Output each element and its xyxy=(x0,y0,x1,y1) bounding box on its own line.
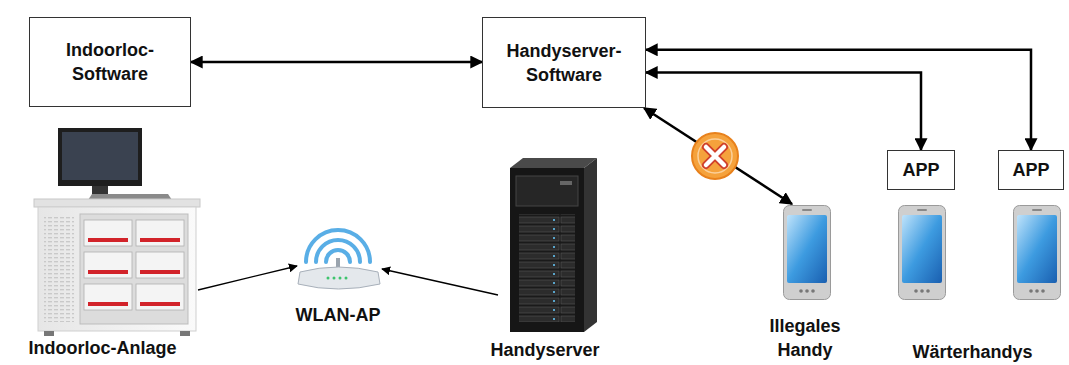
device-caption: Wärterhandys xyxy=(880,200,1065,364)
connector-arrow xyxy=(191,61,482,64)
device-caption: Illegales Handy xyxy=(755,200,855,362)
box-label: APP xyxy=(902,158,939,182)
device-label: Illegales Handy xyxy=(755,314,855,362)
device-label: WLAN-AP xyxy=(294,303,383,327)
device-caption: Indoorloc-Anlage xyxy=(0,120,205,360)
device-caption: Handyserver xyxy=(480,160,610,362)
device-caption: WLAN-AP xyxy=(283,225,393,327)
device-label: Wärterhandys xyxy=(910,340,1034,364)
box-label: Handyserver-Software xyxy=(483,39,645,87)
software-box: Indoorloc-Software xyxy=(29,17,191,107)
server-tower xyxy=(510,158,597,332)
device-label: Indoorloc-Anlage xyxy=(27,336,179,360)
connector-arrow xyxy=(644,108,792,204)
phone-guard xyxy=(1014,206,1061,300)
phone-illegal xyxy=(784,206,831,300)
connector-arrow xyxy=(382,269,498,295)
box-label: Indoorloc-Software xyxy=(30,38,190,86)
device-label: Handyserver xyxy=(488,338,601,362)
app-box: APP xyxy=(887,150,955,190)
box-label: APP xyxy=(1012,158,1049,182)
wlan-router xyxy=(298,230,380,289)
connector-arrow xyxy=(198,266,297,290)
app-box: APP xyxy=(998,150,1064,190)
indoorloc-cabinet xyxy=(34,128,200,336)
phone-guard xyxy=(899,206,946,300)
software-box: Handyserver-Software xyxy=(482,17,646,108)
connector-arrow xyxy=(646,73,921,151)
